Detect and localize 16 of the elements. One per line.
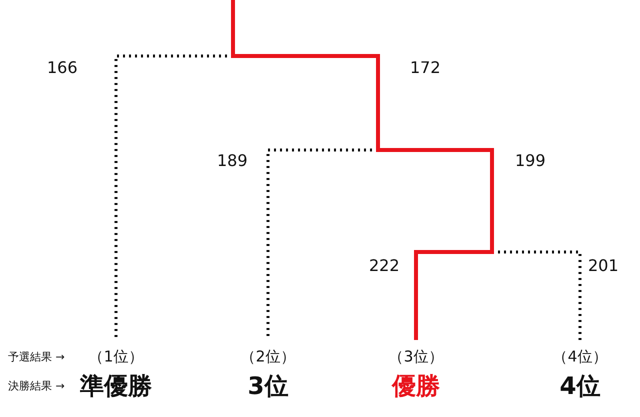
result-label: 優勝	[392, 374, 440, 398]
row-label: 予選結果 →	[8, 352, 65, 362]
result-label: 3位	[248, 374, 288, 398]
seed-label: （4位）	[552, 350, 608, 364]
seed-label: （1位）	[88, 350, 144, 364]
seed-label: （3位）	[388, 350, 444, 364]
row-label: 決勝結果 →	[8, 380, 65, 392]
result-label: 準優勝	[80, 374, 152, 398]
score-label: 189	[217, 153, 248, 169]
score-label: 201	[588, 258, 619, 274]
seed-label: （2位）	[240, 350, 296, 364]
score-label: 222	[369, 258, 400, 274]
score-label: 166	[47, 60, 78, 76]
score-label: 199	[515, 153, 546, 169]
result-label: 4位	[560, 374, 600, 398]
score-label: 172	[410, 60, 441, 76]
